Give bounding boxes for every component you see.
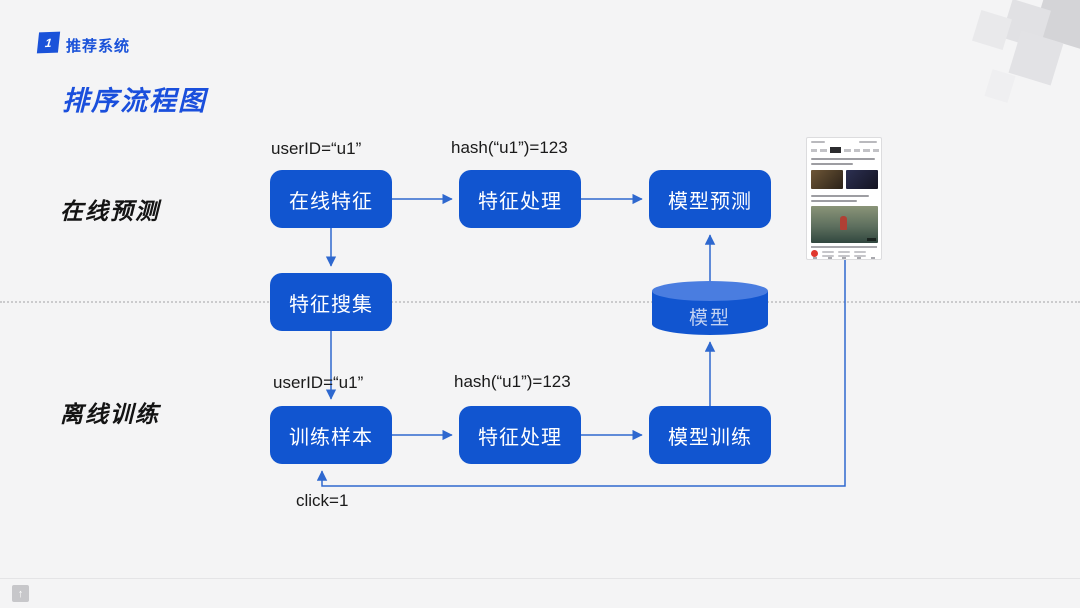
model-store-label: 模型 (688, 308, 731, 329)
nav-icon (842, 257, 846, 259)
record-button-icon (811, 250, 818, 257)
phone-status-bar (811, 141, 877, 143)
phone-large-photo (811, 206, 878, 243)
phone-article-thumbnails (811, 170, 878, 189)
label-hash-online: hash(“u1”)=123 (451, 138, 568, 157)
nav-icon (871, 257, 875, 259)
label-userid-online: userID=“u1” (271, 139, 362, 158)
phone-bottom-nav (813, 257, 875, 259)
label-click: click=1 (296, 491, 349, 510)
node-feature-processing-offline: 特征处理 (459, 406, 581, 464)
chapter-title: 推荐系统 (66, 38, 131, 55)
node-model-training: 模型训练 (649, 406, 771, 464)
nav-icon (856, 257, 861, 259)
node-training-samples: 训练样本 (270, 406, 392, 464)
nav-icon (813, 257, 817, 259)
photo-person (840, 216, 847, 230)
watermark-logo-icon: ↑ (12, 585, 29, 602)
video-duration-badge (867, 238, 876, 241)
nav-icon (827, 257, 832, 259)
phone-tab-bar (811, 147, 880, 153)
footer-divider (0, 578, 1080, 579)
section-label-offline-training: 离线训练 (60, 401, 160, 427)
phone-action-row (811, 250, 878, 257)
cylinder-top (652, 281, 768, 301)
phone-headline-text (811, 158, 875, 168)
section-label-online-prediction: 在线预测 (60, 198, 160, 224)
node-feature-collection: 特征搜集 (270, 273, 392, 331)
node-model-prediction: 模型预测 (649, 170, 771, 228)
node-online-features: 在线特征 (270, 170, 392, 228)
phone-caption-line (811, 246, 877, 248)
label-hash-offline: hash(“u1”)=123 (454, 372, 571, 391)
model-store-cylinder: 模型 (652, 281, 768, 335)
news-feed-phone-screenshot (806, 137, 882, 260)
phone-headline-text (811, 195, 869, 205)
node-feature-processing-online: 特征处理 (459, 170, 581, 228)
label-userid-offline: userID=“u1” (273, 373, 364, 392)
online-offline-divider (0, 301, 1080, 303)
page-title: 排序流程图 (62, 86, 207, 116)
